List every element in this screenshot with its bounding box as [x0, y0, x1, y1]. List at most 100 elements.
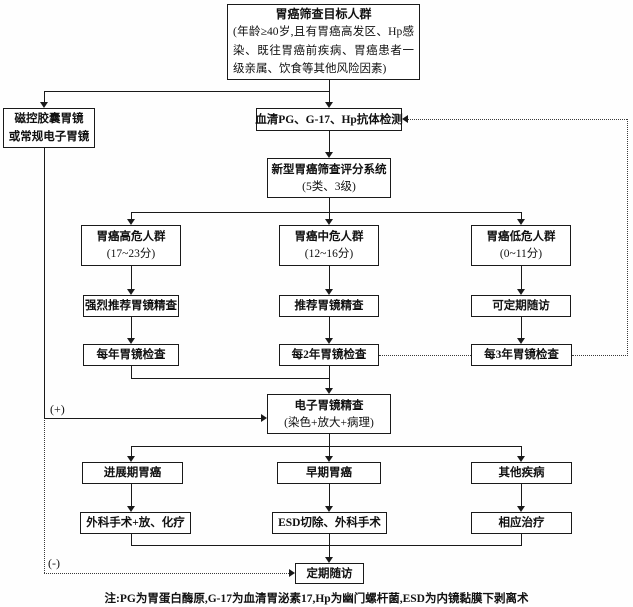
arrow-down-icon [40, 102, 48, 108]
node-sub: (5类、3级) [302, 180, 356, 193]
node-label: 其他疾病 [498, 467, 545, 479]
connector [521, 484, 522, 506]
node-target-population: 胃癌筛查目标人群 (年龄≥40岁,且有胃癌高发区、Hp感染、既往胃癌前疾病、胃癌… [227, 4, 420, 80]
dashed-connector [44, 573, 289, 574]
arrow-down-icon [325, 289, 333, 295]
node-biennial-endoscopy: 每2年胃镜检查 [279, 344, 379, 366]
node-triennial-endoscopy: 每3年胃镜检查 [471, 344, 572, 366]
node-criteria-text: (年龄≥40岁,且有胃癌高发区、Hp感染、既往胃癌前疾病、胃癌患者一级亲属、饮食… [233, 26, 414, 76]
node-line2: 或常规电子胃镜 [8, 131, 90, 143]
arrow-down-icon [325, 506, 333, 512]
connector [329, 534, 330, 557]
node-title: 新型胃癌筛查评分系统 [271, 163, 387, 176]
node-esd-surgery: ESD切除、外科手术 [272, 512, 387, 534]
connector [329, 212, 330, 219]
connector [521, 212, 522, 219]
connector [329, 446, 330, 456]
node-early-cancer: 早期胃癌 [277, 462, 381, 484]
connector [329, 266, 330, 289]
connector [131, 212, 522, 213]
arrow-down-icon [325, 152, 333, 158]
node-strong-recommendation: 强烈推荐胃镜精查 [83, 295, 179, 317]
connector [329, 484, 330, 506]
node-label: 血清PG、G-17、Hp抗体检测 [255, 113, 403, 126]
connector [329, 198, 330, 212]
arrow-right-icon [289, 569, 295, 577]
dashed-connector [572, 355, 628, 356]
connector [131, 446, 132, 456]
node-label: 进展期胃癌 [103, 467, 162, 479]
node-label: 早期胃癌 [306, 467, 352, 479]
connector [329, 317, 330, 338]
connector [131, 317, 132, 338]
node-title: 电子胃镜精查 [294, 399, 364, 412]
node-label: 强烈推荐胃镜精查 [85, 300, 177, 312]
connector [329, 131, 330, 152]
node-score: (17~23分) [106, 248, 156, 260]
positive-label: (+) [50, 402, 65, 416]
arrow-down-icon [325, 219, 333, 225]
node-label: 相应治疗 [498, 517, 545, 529]
arrow-right-icon [261, 414, 267, 422]
node-label: 可定期随访 [492, 300, 550, 312]
node-recommendation: 推荐胃镜精查 [279, 295, 379, 317]
node-label: 外科手术+放、化疗 [86, 517, 185, 529]
node-title: 胃癌中危人群 [294, 231, 364, 243]
connector [329, 80, 330, 91]
arrow-down-icon [127, 289, 135, 295]
dashed-connector [408, 119, 627, 120]
connector [44, 91, 45, 102]
arrow-down-icon [517, 506, 525, 512]
node-scoring-system: 新型胃癌筛查评分系统 (5类、3级) [267, 158, 391, 198]
arrow-down-icon [325, 102, 333, 108]
node-title: 胃癌筛查目标人群 [275, 7, 372, 22]
connector [521, 534, 522, 545]
connector [521, 266, 522, 289]
connector [131, 484, 132, 506]
node-label: 每年胃镜检查 [96, 349, 166, 361]
connector [131, 545, 522, 546]
connector [131, 366, 132, 379]
arrow-down-icon [127, 338, 135, 344]
arrow-down-icon [517, 456, 525, 462]
node-annual-endoscopy: 每年胃镜检查 [83, 344, 179, 366]
negative-label: (-) [48, 556, 60, 570]
node-label: 每3年胃镜检查 [484, 349, 559, 361]
node-other-disease: 其他疾病 [471, 462, 572, 484]
connector [131, 212, 132, 219]
connector [521, 317, 522, 338]
connector [521, 446, 522, 456]
arrow-down-icon [325, 388, 333, 394]
node-corresponding-treatment: 相应治疗 [471, 512, 572, 534]
node-label: 定期随访 [306, 567, 353, 580]
node-high-risk-group: 胃癌高危人群 (17~23分) [81, 225, 181, 266]
connector [44, 91, 330, 92]
node-line1: 磁控胶囊胃镜 [14, 113, 84, 125]
node-title: 胃癌高危人群 [96, 231, 166, 243]
arrow-down-icon [127, 456, 135, 462]
node-low-risk-group: 胃癌低危人群 (0~11分) [471, 225, 571, 266]
connector [44, 418, 261, 419]
arrow-down-icon [517, 338, 525, 344]
arrow-down-icon [517, 219, 525, 225]
footnote: 注:PG为胃蛋白酶原,G-17为血清胃泌素17,Hp为幽门螺杆菌,ESD为内镜黏… [104, 593, 529, 605]
dashed-connector [44, 420, 45, 573]
node-medium-risk-group: 胃癌中危人群 (12~16分) [279, 225, 379, 266]
node-sub: (染色+放大+病理) [284, 416, 374, 429]
node-label: 每2年胃镜检查 [291, 349, 367, 361]
node-optional-followup: 可定期随访 [471, 295, 571, 317]
connector [131, 266, 132, 289]
connector [131, 534, 132, 545]
connector [329, 91, 330, 102]
arrow-down-icon [325, 557, 333, 563]
arrow-down-icon [517, 289, 525, 295]
arrow-down-icon [127, 219, 135, 225]
connector [131, 378, 330, 379]
node-label: 推荐胃镜精查 [294, 300, 364, 312]
arrow-down-icon [325, 456, 333, 462]
arrow-down-icon [127, 506, 135, 512]
arrow-left-icon [402, 115, 408, 123]
node-score: (12~16分) [304, 248, 354, 260]
node-periodic-followup: 定期随访 [295, 563, 364, 584]
